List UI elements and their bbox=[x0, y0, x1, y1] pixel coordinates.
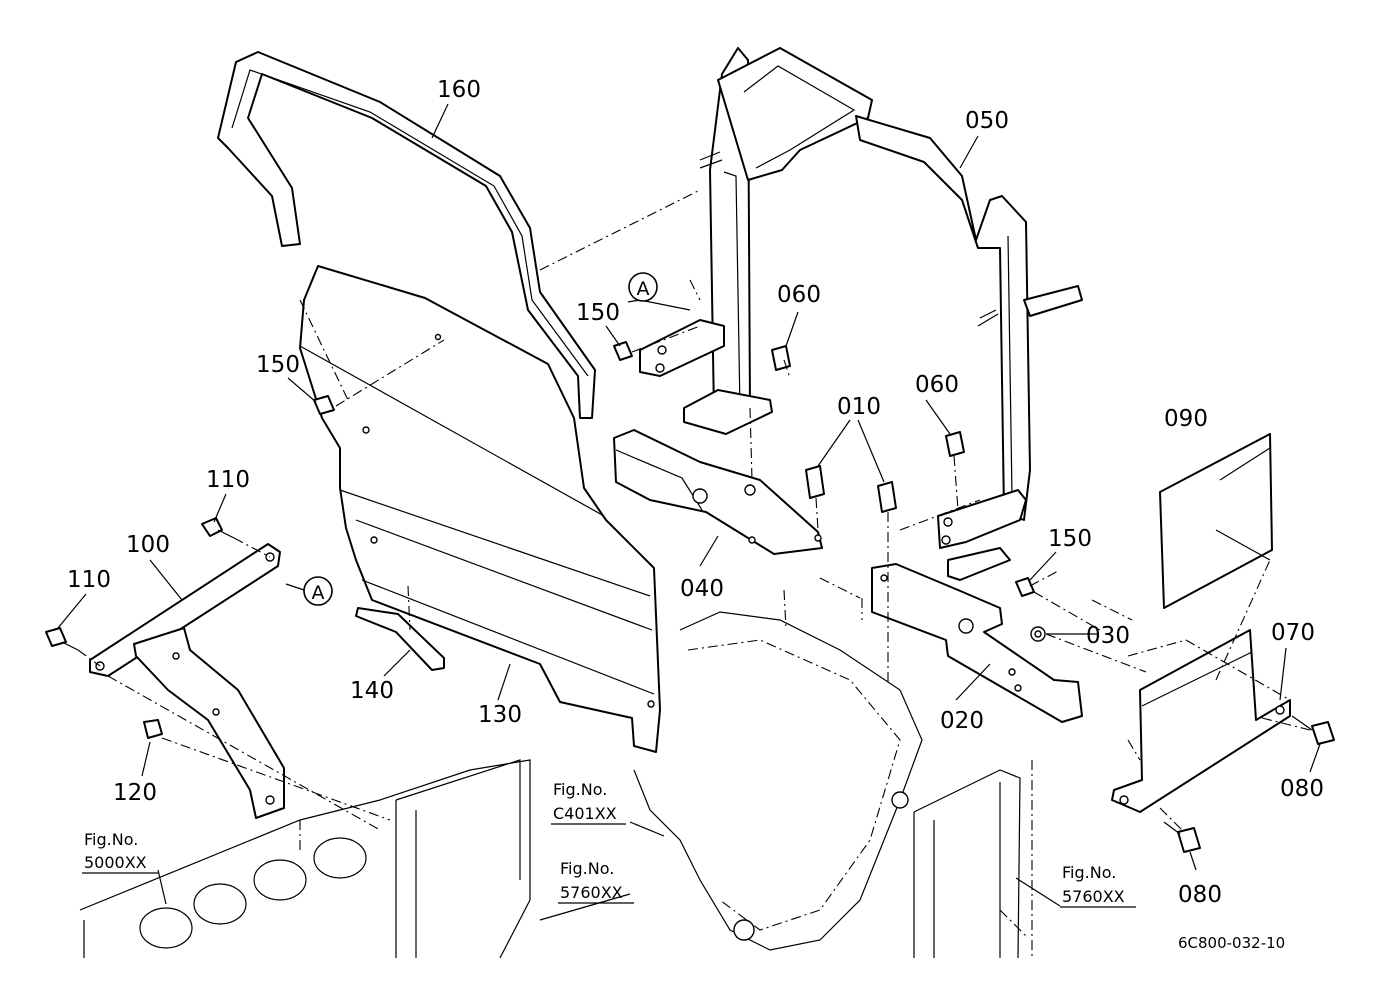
part-090-plate bbox=[1159, 433, 1273, 609]
part-130-shield-plate bbox=[299, 265, 661, 753]
part-100-stay bbox=[89, 543, 285, 819]
bolt-110-lower bbox=[45, 627, 79, 651]
label-150-mid: 150 bbox=[576, 300, 620, 326]
ref-radiator-frame bbox=[913, 769, 1021, 959]
callout-a-upper: A bbox=[628, 272, 658, 302]
drawing-code: 6C800-032-10 bbox=[1178, 934, 1285, 952]
part-160-bar-frame bbox=[217, 51, 596, 419]
bolt-150-left bbox=[313, 395, 335, 415]
bolt-060-right bbox=[945, 431, 965, 457]
label-100: 100 bbox=[126, 532, 170, 558]
svg-text:Fig.No.: Fig.No. bbox=[560, 859, 614, 878]
label-030: 030 bbox=[1086, 623, 1130, 649]
label-120: 120 bbox=[113, 780, 157, 806]
svg-text:Fig.No.: Fig.No. bbox=[553, 780, 607, 799]
label-020: 020 bbox=[940, 708, 984, 734]
bolt-010-left bbox=[805, 465, 825, 499]
bolt-010-right bbox=[877, 481, 897, 513]
ref-flywheel-housing bbox=[633, 611, 923, 951]
label-090: 090 bbox=[1164, 406, 1208, 432]
fig-ref-c401xx: Fig.No. C401XX bbox=[551, 780, 626, 825]
part-030-nut bbox=[1030, 626, 1046, 642]
bolt-150-right bbox=[1015, 577, 1035, 597]
label-130: 130 bbox=[478, 702, 522, 728]
svg-text:Fig.No.: Fig.No. bbox=[1062, 863, 1116, 882]
svg-text:5760XX: 5760XX bbox=[560, 883, 623, 902]
label-080-upper: 080 bbox=[1280, 776, 1324, 802]
part-040-bracket bbox=[613, 429, 823, 555]
bolt-120 bbox=[143, 719, 163, 739]
label-150-left: 150 bbox=[256, 352, 300, 378]
assembly-lines bbox=[77, 189, 1311, 958]
part-020-bracket bbox=[871, 563, 1083, 723]
svg-text:A: A bbox=[312, 582, 325, 604]
label-140: 140 bbox=[350, 678, 394, 704]
svg-text:5760XX: 5760XX bbox=[1062, 887, 1125, 906]
bolt-080-lower bbox=[1163, 821, 1201, 853]
svg-text:A: A bbox=[637, 278, 650, 300]
label-010: 010 bbox=[837, 394, 881, 420]
bolt-110-upper bbox=[201, 517, 235, 539]
svg-text:5000XX: 5000XX bbox=[84, 853, 147, 872]
label-050: 050 bbox=[965, 108, 1009, 134]
label-060-right: 060 bbox=[915, 372, 959, 398]
svg-text:Fig.No.: Fig.No. bbox=[84, 830, 138, 849]
callout-a-lower: A bbox=[303, 576, 333, 606]
part-140-strip bbox=[355, 607, 445, 671]
label-070: 070 bbox=[1271, 620, 1315, 646]
label-080-lower: 080 bbox=[1178, 882, 1222, 908]
leader-lines bbox=[57, 103, 1321, 921]
fig-ref-5000xx: Fig.No. 5000XX bbox=[82, 830, 158, 874]
part-070-cover bbox=[1111, 629, 1291, 813]
fig-ref-5760xx-center: Fig.No. 5760XX bbox=[558, 859, 634, 904]
label-110-upper: 110 bbox=[206, 467, 250, 493]
bolt-080-upper bbox=[1291, 715, 1335, 745]
bolt-150-mid bbox=[613, 341, 633, 361]
fig-ref-5760xx-right: Fig.No. 5760XX bbox=[1060, 863, 1136, 908]
part-050-frame bbox=[639, 47, 1083, 581]
label-150-right: 150 bbox=[1048, 526, 1092, 552]
label-060-left: 060 bbox=[777, 282, 821, 308]
bolt-060-left bbox=[771, 345, 791, 371]
svg-text:C401XX: C401XX bbox=[553, 804, 617, 823]
label-110-lower: 110 bbox=[67, 567, 111, 593]
label-160: 160 bbox=[437, 77, 481, 103]
label-040: 040 bbox=[680, 576, 724, 602]
